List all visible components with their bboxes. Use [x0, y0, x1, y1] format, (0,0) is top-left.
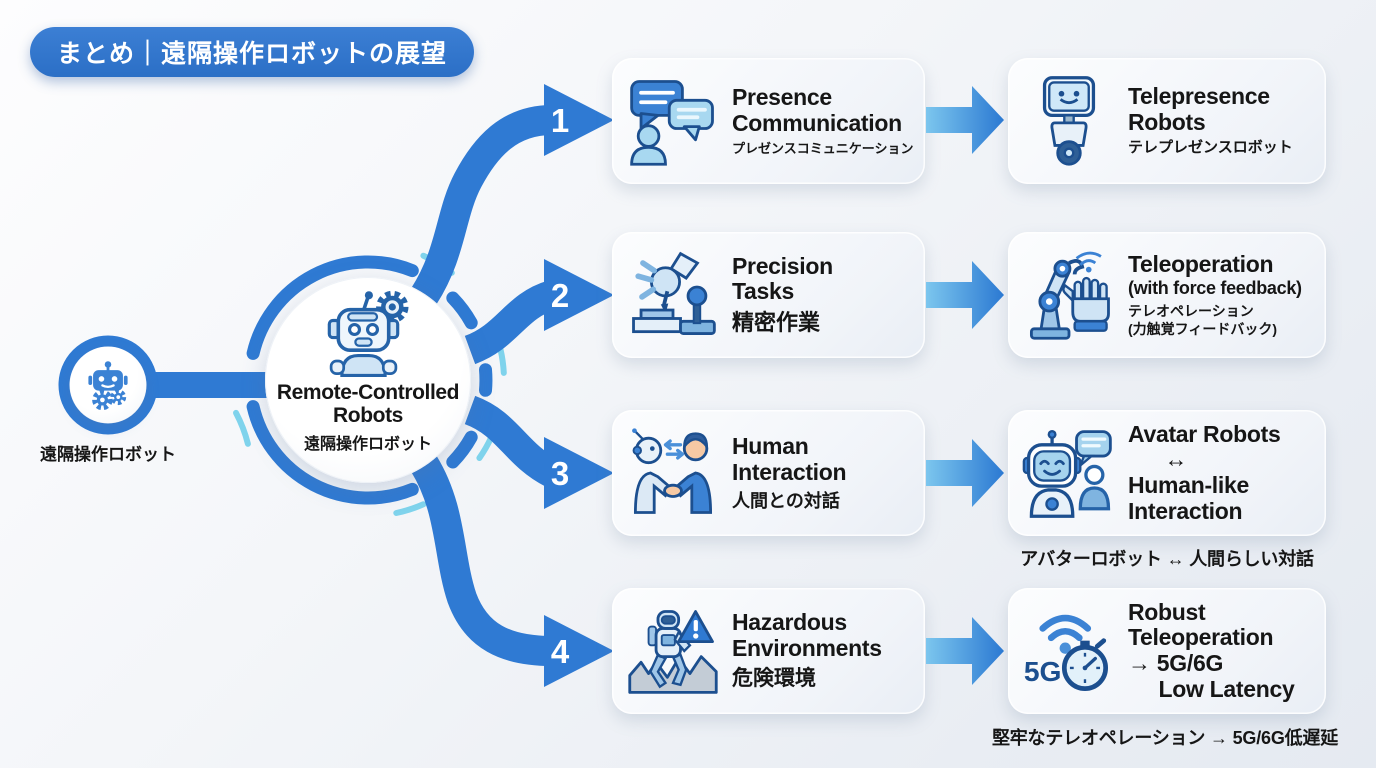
solution-card-avatar-robots: Avatar Robots ↔ Human-like Interaction	[1008, 410, 1326, 536]
robot-gripper-joystick-icon	[632, 251, 716, 335]
card-subtitle-ja: 人間との対話	[732, 490, 840, 511]
branch-1-path	[411, 105, 553, 305]
card-title: Avatar Robots ↔ Human-like Interaction	[1128, 420, 1281, 524]
card-title: Presence Communication	[732, 84, 902, 136]
card-subtitle-ja: 精密作業	[732, 310, 821, 335]
need-card-human-interaction: Human Interaction 人間との対話	[612, 410, 925, 536]
need-card-hazardous-environments: Hazardous Environments 危険環境	[612, 588, 925, 714]
caption-avatar-robots: アバターロボット ↔ 人間らしい対話	[1020, 549, 1314, 569]
flow-arrow-1-icon	[926, 86, 1004, 154]
hub-subtitle-ja: 遠隔操作ロボット	[303, 436, 432, 454]
source-node-label: 遠隔操作ロボット	[40, 445, 176, 464]
card-title: Telepresence Robots	[1128, 82, 1270, 135]
branch-3-arrowhead-icon	[544, 437, 614, 509]
hub-title: Remote-Controlled Robots	[276, 381, 460, 428]
robot-head-gear-icon	[327, 290, 409, 377]
source-node	[70, 347, 146, 423]
hub-ring	[246, 255, 493, 505]
branch-3-path	[464, 395, 560, 487]
branch-paths	[410, 105, 560, 666]
branch-2-arrowhead-icon	[544, 259, 614, 331]
flow-arrow-3-icon	[926, 439, 1004, 507]
branch-numbers: 1 2 3 4	[551, 102, 570, 670]
hazard-robot-terrain-icon	[628, 610, 718, 694]
solution-card-robust-teleoperation: 5G Robust Teleoperation → 5G/6G Low Late…	[1008, 588, 1326, 714]
hub-link-bar	[140, 372, 280, 398]
need-card-precision-tasks: Precision Tasks 精密作業	[612, 232, 925, 358]
solution-card-telepresence-robots: Telepresence Robots テレプレゼンスロボット	[1008, 58, 1326, 184]
fiveg-label: 5G	[1024, 655, 1062, 687]
branch-1-arrowhead-icon	[544, 84, 614, 156]
card-title: Teleoperation	[1128, 250, 1274, 277]
branch-3-number: 3	[551, 455, 569, 492]
branch-4-path	[410, 456, 553, 666]
robot-human-handshake-icon	[632, 428, 713, 514]
flow-arrow-2-icon	[926, 261, 1004, 329]
branch-2-number: 2	[551, 277, 569, 314]
small-robot-gears-icon	[88, 361, 128, 411]
branch-arrowheads	[544, 84, 614, 687]
solution-card-teleoperation: Teleoperation (with force feedback) テレオペ…	[1008, 232, 1326, 358]
speech-bubbles-person-icon	[630, 80, 714, 166]
card-title: Human Interaction	[732, 433, 847, 485]
flow-arrow-4-icon	[926, 617, 1004, 685]
wifi-5g-stopwatch-icon: 5G	[1024, 614, 1109, 691]
branch-1-number: 1	[551, 102, 569, 139]
avatar-robot-chat-icon	[1022, 429, 1112, 518]
need-card-presence-communication: Presence Communication プレゼンスコミュニケーション	[612, 58, 925, 184]
card-suffix: (with force feedback)	[1128, 278, 1302, 299]
robot-arm-glove-signal-icon	[1029, 251, 1110, 340]
branch-2-path	[464, 280, 558, 365]
caption-robust-teleoperation: 堅牢なテレオペレーション → 5G/6G低遅延	[991, 728, 1339, 748]
card-subtitle-ja: 危険環境	[732, 666, 816, 690]
card-subtitle-ja: テレオペレーション (力触覚フィードバック)	[1128, 303, 1278, 337]
title-badge-label: まとめ｜遠隔操作ロボットの展望	[57, 40, 448, 68]
title-badge: まとめ｜遠隔操作ロボットの展望	[30, 27, 475, 77]
branch-4-number: 4	[551, 633, 570, 670]
telepresence-robot-icon	[1042, 76, 1096, 166]
card-title: Precision Tasks	[732, 252, 833, 305]
branch-4-arrowhead-icon	[544, 615, 614, 687]
card-subtitle-ja: プレゼンスコミュニケーション	[732, 140, 914, 156]
card-title: Robust Teleoperation → 5G/6G Low Latency	[1128, 598, 1295, 702]
hub-node: Remote-Controlled Robots 遠隔操作ロボット	[265, 277, 471, 483]
card-subtitle-ja: テレプレゼンスロボット	[1128, 139, 1293, 157]
card-title: Hazardous Environments	[732, 609, 882, 661]
